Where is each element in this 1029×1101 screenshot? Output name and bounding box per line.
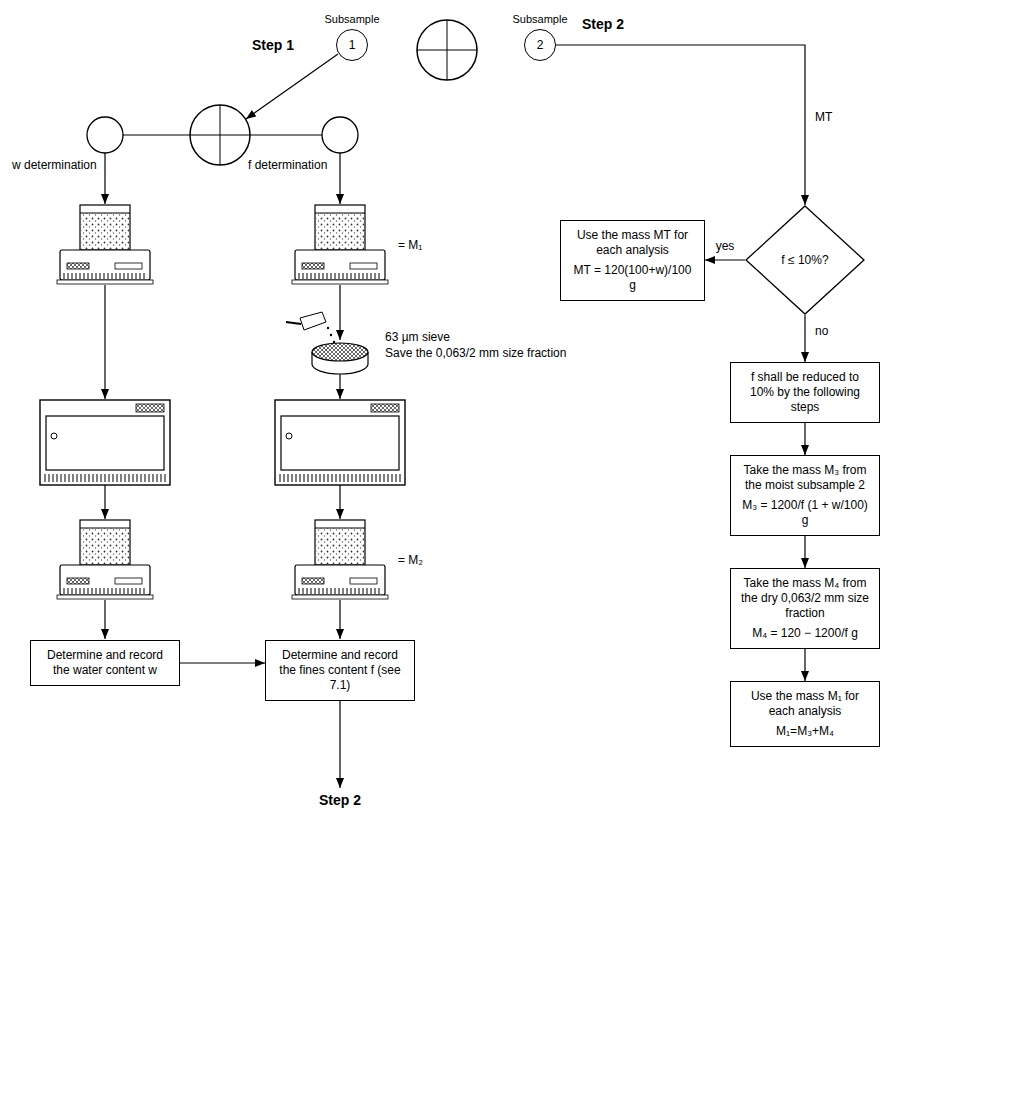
sample-quartering	[250, 135, 322, 136]
sample-quartering	[190, 105, 250, 165]
flow-line	[104, 600, 105, 639]
drying-oven	[40, 400, 405, 485]
flow-connector	[804, 649, 805, 681]
connector-layer	[180, 45, 805, 788]
node-text: Use the mass M₁ for each analysis	[739, 689, 871, 719]
subsample-circle: Subsample2	[524, 29, 556, 61]
node-text: f ≤ 10%?	[781, 253, 828, 268]
subsample-heading: Subsample	[324, 13, 379, 27]
sieve	[286, 322, 301, 324]
node-text: f shall be reduced to 10% by the followi…	[739, 370, 871, 415]
step-label: Step 2	[319, 792, 361, 809]
process-box: Take the mass M₄ from the dry 0,063/2 mm…	[730, 568, 880, 649]
subsample-circle: Subsample1	[336, 29, 368, 61]
drying-oven	[275, 400, 405, 485]
process-box: Use the mass MT for each analysis MT = 12…	[560, 220, 705, 301]
node-text: 1	[349, 38, 356, 53]
flow-line	[339, 485, 340, 519]
connector-label: MT	[813, 110, 834, 124]
process-box: Determine and record the water content w	[30, 640, 180, 686]
sieve	[312, 343, 368, 361]
sample-quartering	[123, 135, 190, 136]
node-text: M₃ = 1200/f (1 + w/100) g	[739, 498, 871, 528]
process-box: f shall be reduced to 10% by the followi…	[730, 362, 880, 423]
sample-quartering	[87, 20, 477, 165]
flow-connector	[804, 536, 805, 568]
sample-quartering	[417, 20, 477, 80]
process-box: Take the mass M₃ from the moist subsampl…	[730, 455, 880, 536]
balance	[292, 520, 388, 599]
decision-diamond: f ≤ 10%?	[745, 205, 865, 315]
procedure-label: w determination	[12, 158, 100, 172]
flow-line	[105, 54, 340, 639]
flow-line	[339, 600, 340, 639]
process-box: Use the mass M₁ for each analysisM₁=M₃+M…	[730, 681, 880, 747]
node-text: Use the mass MT for each analysis	[569, 228, 696, 258]
process-box: Determine and record the fines content f…	[265, 640, 415, 701]
node-text: Take the mass M₃ from the moist subsampl…	[739, 463, 871, 493]
sieve	[300, 312, 326, 330]
node-text: Determine and record the fines content f…	[274, 648, 406, 693]
procedure-label: f determination	[248, 158, 336, 172]
flow-line	[339, 701, 340, 788]
node-text: Determine and record the water content w	[39, 648, 171, 678]
subsample-heading: Subsample	[512, 13, 567, 27]
mass-label: = M₁	[398, 238, 422, 252]
node-text: M₁=M₃+M₄	[739, 724, 871, 739]
sieve	[327, 327, 329, 329]
flow-line	[339, 153, 340, 204]
flow-connector	[804, 315, 805, 362]
sample-quartering	[322, 117, 358, 153]
sieve	[286, 312, 368, 374]
node-text: MT = 120(100+w)/100 g	[569, 263, 696, 293]
sieve	[330, 334, 332, 336]
flow-line	[339, 374, 340, 399]
mass-label: = M₂	[398, 553, 423, 567]
node-text: M₄ = 120 − 1200/f g	[739, 626, 871, 641]
sieve	[333, 341, 335, 343]
flow-line	[104, 485, 105, 519]
balance	[57, 205, 153, 284]
sample-quartering	[87, 117, 123, 153]
flow-line	[246, 54, 338, 119]
flow-line	[104, 153, 105, 204]
connector-label: yes	[714, 239, 737, 253]
balance	[57, 520, 153, 599]
node-text: Take the mass M₄ from the dry 0,063/2 mm…	[739, 576, 871, 621]
flow-connector	[804, 423, 805, 455]
flow-line	[339, 285, 340, 340]
flow-connector	[705, 259, 745, 260]
sieve-label: 63 µm sieve	[385, 330, 450, 344]
balance	[292, 205, 388, 284]
step-label: Step 1	[252, 37, 294, 54]
drying-oven	[40, 400, 170, 485]
node-text: 2	[537, 38, 544, 53]
connector-label: no	[813, 323, 830, 337]
flow-connector	[556, 45, 805, 205]
flow-connector	[180, 662, 265, 663]
step-label: Step 2	[582, 16, 624, 33]
sieve-label: Save the 0,063/2 mm size fraction	[385, 346, 566, 360]
flow-line	[104, 285, 105, 399]
diamond-outline	[746, 206, 864, 314]
